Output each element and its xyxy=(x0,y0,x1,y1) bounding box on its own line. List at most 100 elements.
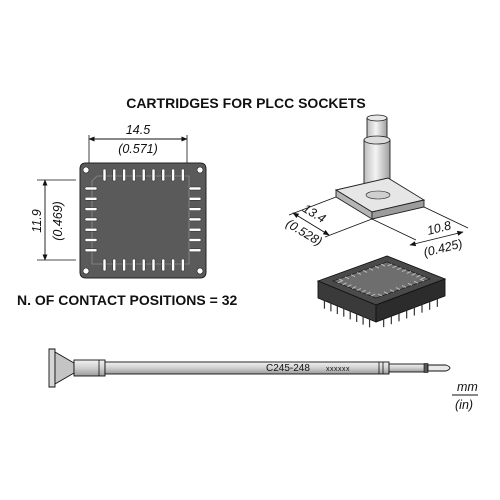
socket-3d-contact xyxy=(370,293,376,297)
cartridge-side-view: C245-248 xxxxxx xyxy=(48,348,451,388)
socket-3d-contact xyxy=(350,274,356,278)
contact-slot-bottom xyxy=(102,258,107,272)
shaft-top xyxy=(366,114,388,122)
socket-contacts xyxy=(84,168,202,272)
extension-line-right-back xyxy=(423,206,469,229)
socket-3d-contact xyxy=(383,291,389,295)
contact-slot-bottom xyxy=(161,258,166,272)
contact-slot-top xyxy=(102,168,107,182)
width-3d-mm: 10.8 xyxy=(426,218,453,237)
socket-3d-contact xyxy=(420,276,426,280)
contact-slot-bottom xyxy=(171,258,175,272)
width-dimension-line-3d xyxy=(409,230,464,247)
socket-3d-contact xyxy=(419,278,425,282)
socket-3d-contact xyxy=(411,272,416,276)
cartridge-3d-view: 13.4 (0.528) 10.8 (0.425) xyxy=(283,114,469,328)
socket-3d-contact xyxy=(368,267,374,271)
units-primary: mm xyxy=(457,380,478,394)
height-mm: 11.9 xyxy=(30,209,44,232)
corner-hole-top-left xyxy=(82,166,90,174)
contact-slot-left xyxy=(84,227,98,232)
units-secondary: (in) xyxy=(455,398,473,412)
contact-slot-left xyxy=(84,207,98,211)
contact-slot-right xyxy=(188,227,202,232)
socket-3d-contact xyxy=(356,272,362,276)
contact-slot-top xyxy=(181,168,185,182)
contact-slot-right xyxy=(188,197,202,201)
contact-slot-left xyxy=(84,217,98,222)
width-3d-in: (0.425) xyxy=(422,237,464,260)
contact-slot-bottom xyxy=(112,258,117,272)
socket-3d-contact xyxy=(413,280,419,284)
title: CARTRIDGES FOR PLCC SOCKETS xyxy=(126,95,366,111)
socket-3d-contact xyxy=(406,270,412,274)
contact-slot-top xyxy=(112,168,117,182)
extension-line-front-left xyxy=(288,196,337,216)
socket-3d-pins xyxy=(323,298,438,328)
cartridge-code: xxxxxx xyxy=(326,366,350,373)
socket-3d-contact xyxy=(342,282,347,286)
contact-slot-top xyxy=(141,168,146,182)
contact-slot-right xyxy=(188,207,202,211)
contact-slot-left xyxy=(84,238,98,242)
contact-slot-top xyxy=(151,168,156,182)
socket-3d-contacts xyxy=(337,263,426,297)
contact-slot-right xyxy=(188,248,202,253)
width-in: (0.571) xyxy=(118,142,158,156)
contact-slot-left xyxy=(84,186,98,191)
corner-hole-bottom-left xyxy=(82,267,90,275)
socket-3d-contact xyxy=(337,280,343,284)
socket-3d-contact xyxy=(392,265,397,269)
length-dimension-line xyxy=(292,212,330,236)
contact-slot-left xyxy=(84,248,98,253)
socket-3d-contact xyxy=(344,276,350,280)
socket-3d-contact xyxy=(380,263,386,267)
extension-line-right-front xyxy=(371,218,417,241)
socket-3d-contact xyxy=(374,265,380,269)
contact-slot-left xyxy=(84,197,98,201)
socket-3d-contact xyxy=(416,274,421,278)
post-top xyxy=(363,135,391,145)
socket-3d-contact xyxy=(347,284,352,288)
socket-3d-contact xyxy=(389,289,395,293)
cartridge-rear xyxy=(388,363,426,373)
contact-slot-bottom xyxy=(122,258,126,272)
socket-3d-contact xyxy=(362,269,368,273)
post-base xyxy=(365,190,391,200)
cartridge-head xyxy=(48,348,56,388)
corner-hole-bottom-right xyxy=(196,267,204,275)
contact-slot-top xyxy=(132,168,136,182)
socket-3d-contact xyxy=(395,287,401,291)
contact-slot-right xyxy=(188,238,202,242)
socket-3d-contact xyxy=(401,284,407,288)
socket-3d-right-side xyxy=(375,278,446,323)
socket-3d-contact xyxy=(366,291,371,295)
socket-3d-contact xyxy=(401,269,407,273)
length-mm: 13.4 xyxy=(300,201,328,226)
socket-3d-contact xyxy=(361,289,366,293)
contact-slot-bottom xyxy=(132,258,136,272)
contact-slot-top xyxy=(171,168,175,182)
socket-3d-contact xyxy=(351,286,357,290)
socket-3d-contact xyxy=(338,278,344,282)
contact-slot-bottom xyxy=(141,258,146,272)
cartridge-tip xyxy=(427,364,451,372)
socket-3d-contact xyxy=(397,267,402,271)
contact-slot-top xyxy=(161,168,166,182)
socket-body xyxy=(79,162,207,279)
contact-slot-right xyxy=(188,186,202,191)
contact-positions-label: N. OF CONTACT POSITIONS = 32 xyxy=(17,292,237,308)
socket-3d-contact xyxy=(407,282,413,286)
socket-3d-contact xyxy=(377,293,383,297)
socket-3d-contact xyxy=(387,263,393,267)
socket-top-view: 14.5 (0.571) 11.9 (0.469) xyxy=(30,123,207,279)
socket-3d xyxy=(316,255,447,328)
contact-slot-bottom xyxy=(181,258,185,272)
contact-slot-bottom xyxy=(151,258,156,272)
contact-slot-right xyxy=(188,217,202,222)
cartridge-collar xyxy=(73,359,106,377)
contact-slot-top xyxy=(122,168,126,182)
cartridge-rear-ring xyxy=(423,363,429,373)
cartridge-head-taper xyxy=(54,351,75,385)
